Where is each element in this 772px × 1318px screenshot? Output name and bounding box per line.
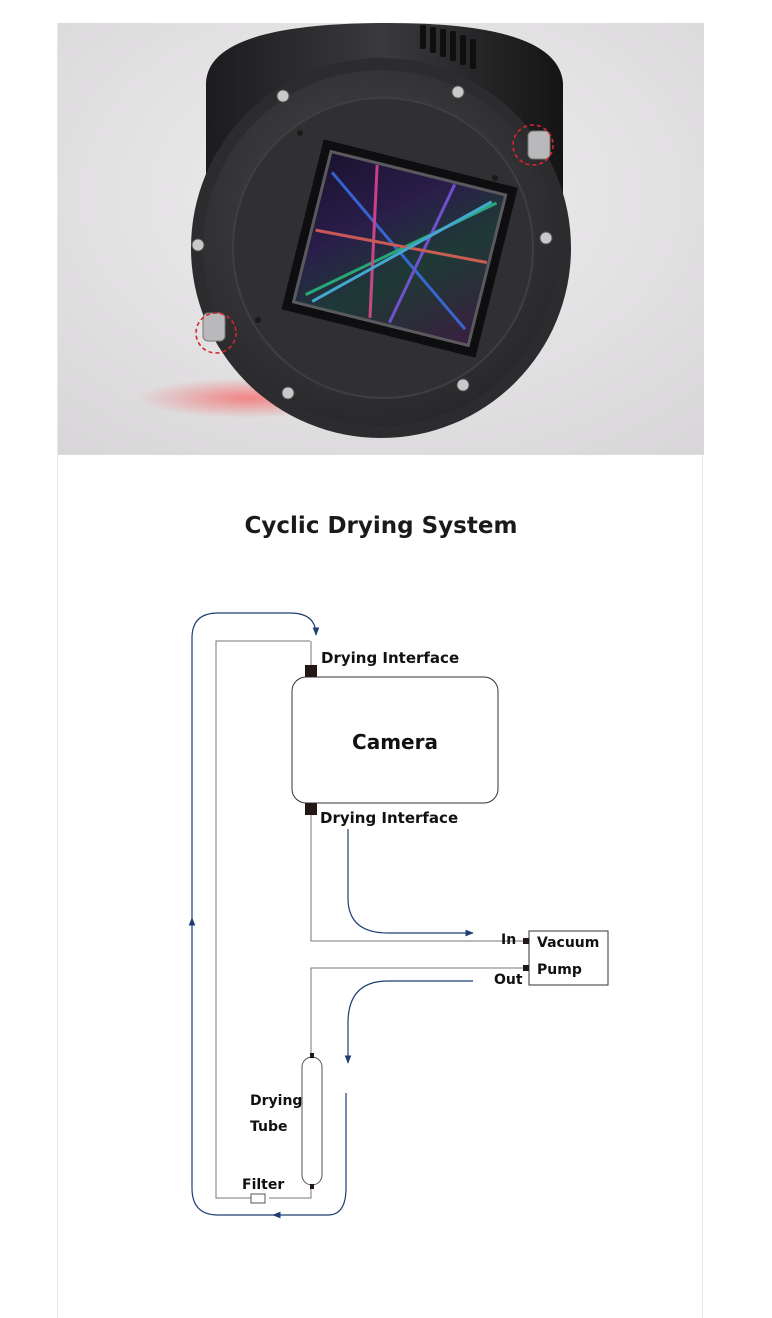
flow-arrow-to-interface <box>191 612 320 918</box>
pump-in-port <box>523 938 529 944</box>
camera-label: Camera <box>352 730 438 754</box>
camera-photo <box>58 23 704 454</box>
flow-arrow-to-filter <box>272 1093 347 1219</box>
drying-interface-bottom-label: Drying Interface <box>320 809 458 827</box>
camera-box <box>291 676 499 804</box>
diagram-title: Cyclic Drying System <box>244 513 518 539</box>
drying-tube <box>301 1056 323 1186</box>
filter <box>250 1193 266 1204</box>
pump-label: Pump <box>537 962 582 978</box>
highlight-circle-left <box>195 312 237 354</box>
pipe-filter-to-tube <box>269 1189 312 1199</box>
flow-arrow-to-pump <box>347 829 474 937</box>
flow-arrow-from-pump <box>344 980 473 1064</box>
highlight-circle-right <box>512 124 554 166</box>
pipe-out-to-tube <box>310 967 523 1056</box>
pipes <box>215 640 523 1199</box>
content-card: Cyclic Drying System Camera <box>57 23 704 1318</box>
drying-interface-top-block <box>305 665 317 677</box>
flow-arrows <box>188 612 474 1219</box>
tube-label: Tube <box>250 1119 288 1135</box>
flow-arrow-up-left <box>188 917 273 1216</box>
out-label: Out <box>494 972 523 988</box>
pipe-camera-to-in <box>310 811 523 942</box>
in-label: In <box>501 932 516 948</box>
vacuum-pump-box <box>528 930 609 986</box>
drying-tube-bottom-cap <box>310 1184 314 1189</box>
cyclic-drying-diagram: Camera Drying Interface Drying Interface… <box>188 612 609 1219</box>
drying-label: Drying <box>250 1093 302 1109</box>
drying-tube-top-cap <box>310 1053 314 1058</box>
pump-out-port <box>523 965 529 971</box>
vacuum-label: Vacuum <box>537 935 599 951</box>
drying-interface-bottom-block <box>305 803 317 815</box>
separator <box>58 454 704 455</box>
filter-label: Filter <box>242 1177 284 1193</box>
drying-interface-top-label: Drying Interface <box>321 649 459 667</box>
pipe-return-loop <box>215 640 310 1199</box>
